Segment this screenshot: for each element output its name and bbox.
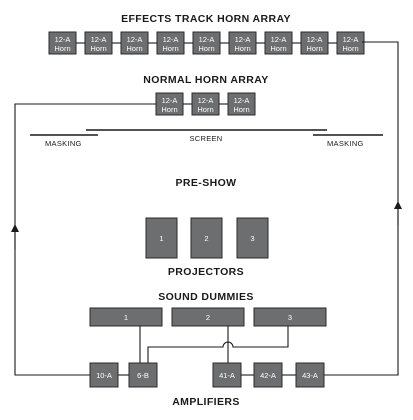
amplifiers-title: AMPLIFIERS <box>172 396 240 408</box>
effects-horn-array: 12-AHorn12-AHorn12-AHorn12-AHorn12-AHorn… <box>48 31 365 55</box>
wire-6b-to-dummy-3 <box>147 326 289 363</box>
effects-horn-1-model: 12-A <box>55 35 71 44</box>
amplifier-6-b: 6-B <box>128 362 158 388</box>
masking-right-label: MASKING <box>327 139 364 148</box>
normal-horn-1-type: Horn <box>161 105 177 114</box>
effects-horn-8-model: 12-A <box>307 35 323 44</box>
screen-label: SCREEN <box>189 134 222 143</box>
projector-1: 1 <box>145 217 178 259</box>
projector-3: 3 <box>236 217 269 259</box>
normal-horn-1-model: 12-A <box>162 96 178 105</box>
amplifier-10-a: 10-A <box>89 362 119 388</box>
effects-horn-4-type: Horn <box>162 44 178 53</box>
effects-horn-9-type: Horn <box>342 44 358 53</box>
sound-dummies-group: 1 2 3 <box>89 307 327 327</box>
projector-box <box>145 217 178 259</box>
sound-dummy-box <box>171 307 245 327</box>
effects-horn-2-type: Horn <box>90 44 106 53</box>
effects-horn-3-model: 12-A <box>127 35 143 44</box>
projector-label: 1 <box>159 234 163 243</box>
pre-show-title: PRE-SHOW <box>176 177 237 189</box>
effects-horn-9-box <box>336 31 365 55</box>
effects-horn-array-title: EFFECTS TRACK HORN ARRAY <box>121 13 291 25</box>
effects-horn-7-type: Horn <box>270 44 286 53</box>
effects-horn-8-type: Horn <box>306 44 322 53</box>
sound-dummy-label: 3 <box>288 313 292 322</box>
effects-horn-5-model: 12-A <box>199 35 215 44</box>
sound-dummies-title: SOUND DUMMIES <box>158 291 254 303</box>
effects-horn-6-model: 12-A <box>235 35 251 44</box>
sound-dummy-box <box>253 307 327 327</box>
projector-box <box>236 217 269 259</box>
wiring <box>11 41 402 376</box>
amplifier-box <box>89 362 119 388</box>
amplifier-43-a: 43-A <box>295 362 325 388</box>
effects-horn-5-type: Horn <box>198 44 214 53</box>
effects-horn-2-model: 12-A <box>91 35 107 44</box>
sound-dummy-3: 3 <box>253 307 327 327</box>
amplifier-box <box>295 362 325 388</box>
wire-43a-to-effects-array <box>324 41 399 376</box>
effects-horn-9-model: 12-A <box>343 35 359 44</box>
normal-horn-2-model: 12-A <box>198 96 214 105</box>
effects-horn-1-type: Horn <box>54 44 70 53</box>
amplifier-box <box>212 362 242 388</box>
normal-horn-3-model: 12-A <box>234 96 250 105</box>
projector-2: 2 <box>190 217 223 259</box>
projector-label: 3 <box>250 234 254 243</box>
projectors-title: PROJECTORS <box>168 266 244 278</box>
amplifier-label: 41-A <box>219 371 235 380</box>
amplifier-box <box>128 362 158 388</box>
amplifier-label: 42-A <box>260 371 276 380</box>
amplifier-box <box>253 362 283 388</box>
effects-horn-7-model: 12-A <box>271 35 287 44</box>
sound-dummy-box <box>89 307 163 327</box>
amplifier-label: 43-A <box>302 371 318 380</box>
masking-left-label: MASKING <box>45 139 82 148</box>
amplifiers-group: 10-A 6-B 41-A 42-A 43-A <box>89 362 325 388</box>
sound-dummy-label: 1 <box>124 313 128 322</box>
amplifier-42-a: 42-A <box>253 362 283 388</box>
projectors-group: 1 2 3 <box>145 217 269 259</box>
projector-box <box>190 217 223 259</box>
normal-horn-3-type: Horn <box>233 105 249 114</box>
amplifier-41-a: 41-A <box>212 362 242 388</box>
normal-horn-2-type: Horn <box>197 105 213 114</box>
normal-horn-array-title: NORMAL HORN ARRAY <box>143 74 268 86</box>
sound-dummy-1: 1 <box>89 307 163 327</box>
effects-horn-6-type: Horn <box>234 44 250 53</box>
amplifier-label: 10-A <box>96 371 112 380</box>
projector-label: 2 <box>204 234 208 243</box>
wire-normal-array-to-10a <box>14 103 156 376</box>
amplifier-label: 6-B <box>137 371 149 380</box>
sound-dummy-label: 2 <box>206 313 210 322</box>
effects-horn-3-type: Horn <box>126 44 142 53</box>
normal-horn-3-box <box>227 92 256 116</box>
sound-dummy-2: 2 <box>171 307 245 327</box>
effects-horn-4-model: 12-A <box>163 35 179 44</box>
